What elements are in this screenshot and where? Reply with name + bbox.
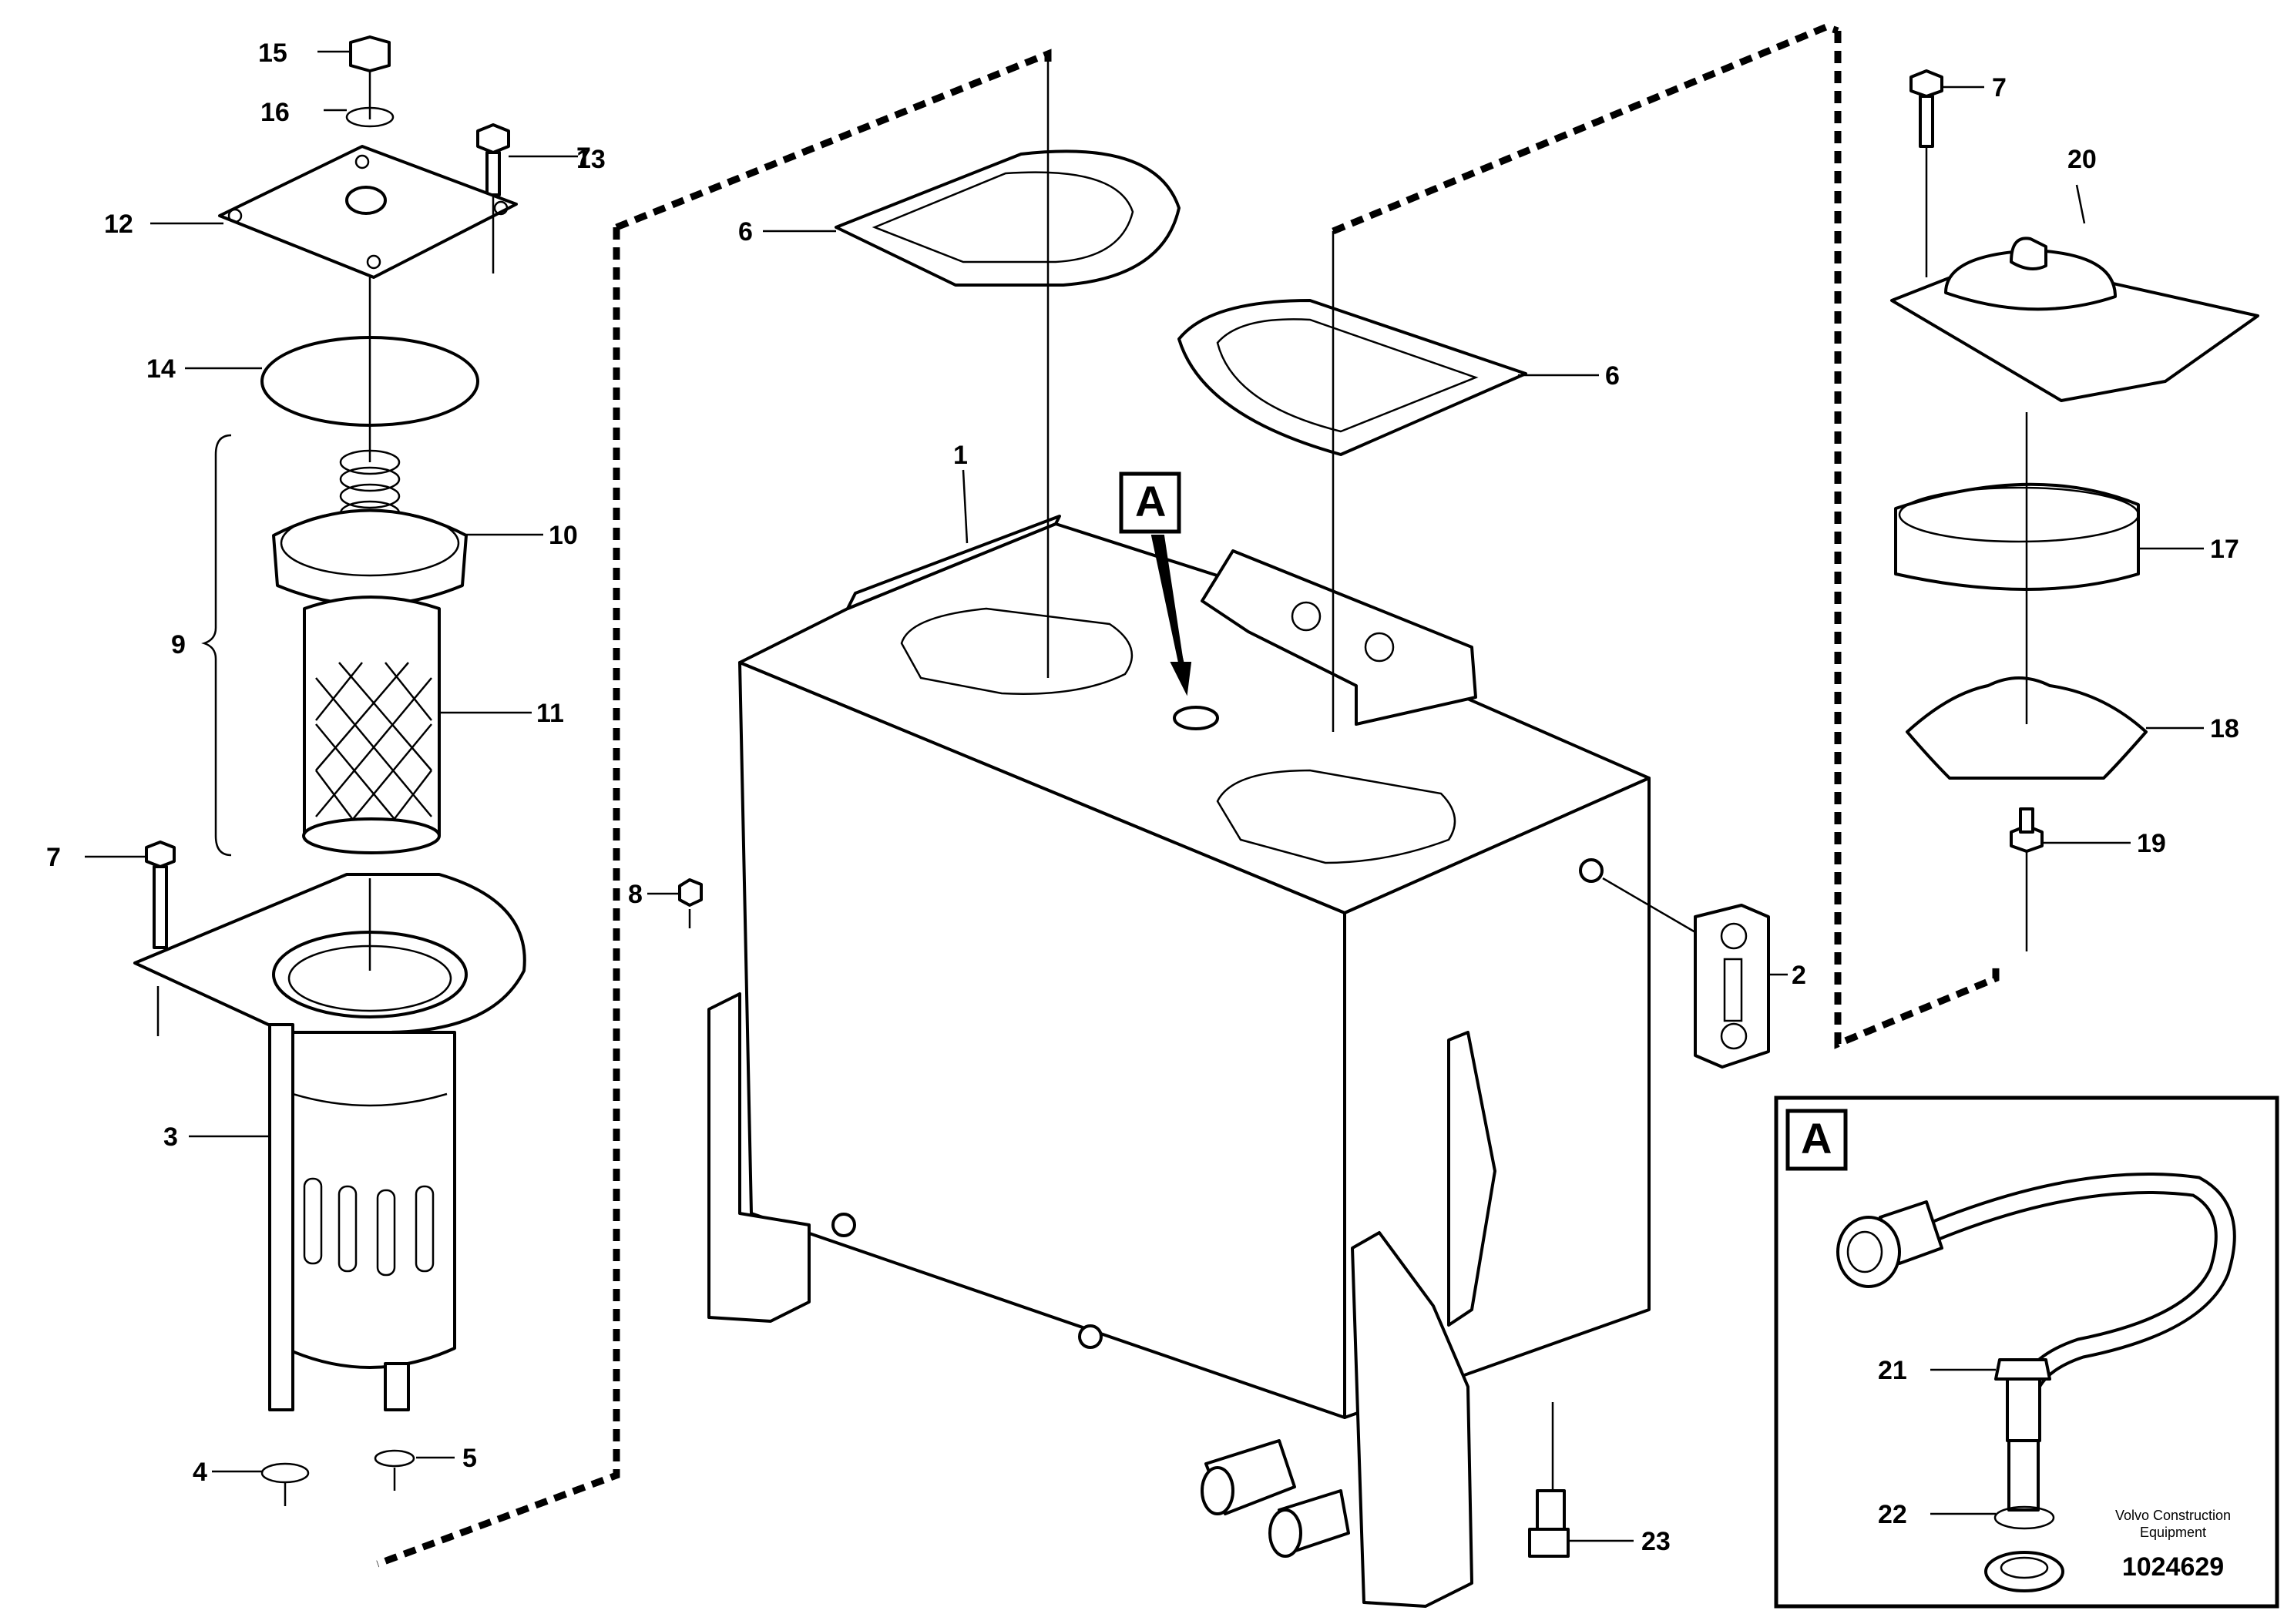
- callout-10: 10: [549, 521, 578, 550]
- plug-fitting: [678, 878, 703, 907]
- gasket-upper: [835, 149, 1181, 287]
- callout-6-upper: 6: [738, 217, 753, 247]
- breather-cover-20: [1890, 237, 2259, 402]
- callout-5: 5: [462, 1444, 477, 1473]
- filter-cap-10: [272, 508, 468, 606]
- callout-15: 15: [258, 39, 287, 68]
- publisher-line-1: Volvo Construction: [2115, 1508, 2231, 1523]
- screw-15: [349, 35, 391, 119]
- callout-14: 14: [146, 354, 176, 384]
- mounting-flange: [133, 873, 526, 1034]
- callout-20: 20: [2067, 145, 2097, 174]
- screw-7-mid-left: [145, 841, 176, 949]
- callout-labels: 15 16 7 13 12 14 10 9 11 7 3 4 5 6 1 6 8…: [46, 39, 2239, 1582]
- filter-housing-3: [268, 1023, 456, 1411]
- callout-2: 2: [1792, 961, 1806, 990]
- callout-11: 11: [536, 699, 564, 728]
- callout-7-mid: 7: [46, 843, 61, 872]
- callout-7-right: 7: [1992, 73, 2007, 102]
- callout-23: 23: [1641, 1527, 1671, 1556]
- detail-view-a: [1774, 1096, 2279, 1609]
- callout-1: 1: [953, 441, 968, 470]
- cover-plate-12: [218, 145, 518, 279]
- filter-bracket-9: [201, 434, 232, 857]
- detail-a-marker: [1119, 471, 1181, 534]
- detail-a-arrow: [1150, 535, 1192, 696]
- assembly-boundary-left: [376, 49, 1052, 1568]
- deflector-18: [1906, 676, 2148, 780]
- callout-4: 4: [193, 1458, 207, 1487]
- detail-a-marker-label: A: [1135, 477, 1166, 525]
- drain-valve: [1528, 1489, 1570, 1558]
- callout-21: 21: [1878, 1356, 1907, 1385]
- filter-element-11: [302, 596, 441, 854]
- callout-16: 16: [260, 98, 290, 127]
- gasket-lower: [1177, 299, 1527, 456]
- detail-view-a-label: A: [1801, 1114, 1832, 1163]
- callout-3: 3: [163, 1122, 178, 1152]
- callout-22: 22: [1878, 1500, 1907, 1529]
- callout-8: 8: [628, 880, 643, 909]
- callout-9: 9: [171, 630, 186, 659]
- hydraulic-tank: [707, 515, 1651, 1608]
- drawing-number: 1024629: [2122, 1552, 2224, 1582]
- screw-7-top-left: [476, 123, 510, 196]
- o-ring-4: [260, 1462, 310, 1484]
- screw-7-right: [1909, 69, 1943, 148]
- callout-6-lower: 6: [1605, 361, 1620, 391]
- callout-18: 18: [2210, 714, 2239, 743]
- publisher-line-2: Equipment: [2140, 1525, 2206, 1540]
- o-ring-16: [345, 106, 395, 128]
- screw-19: [2010, 807, 2044, 853]
- breather-screen-17: [1894, 482, 2140, 591]
- callout-19: 19: [2137, 829, 2166, 858]
- callout-12: 12: [104, 210, 133, 239]
- callout-17: 17: [2210, 535, 2239, 564]
- assembly-boundary-right: [1332, 23, 2000, 1049]
- o-ring-5: [374, 1449, 415, 1468]
- callout-7-top: 7: [576, 143, 591, 172]
- leader-lines: [85, 50, 2204, 1542]
- sight-glass: [1694, 904, 1770, 1069]
- callout-13: 13: [576, 145, 606, 174]
